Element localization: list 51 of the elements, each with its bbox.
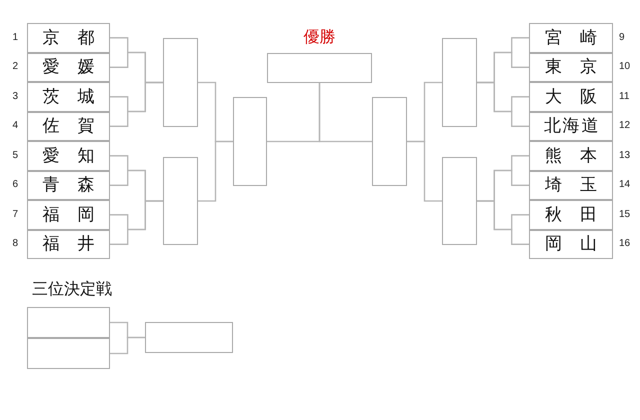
seed-number: 15 — [619, 208, 630, 221]
section-heading: 三位決定戦 — [32, 281, 112, 299]
seed-number: 2 — [12, 61, 18, 74]
team-name: 岡山 — [545, 234, 597, 254]
seed-number: 1 — [12, 32, 18, 44]
team-name: 京都 — [42, 28, 94, 48]
bracket-line — [110, 200, 163, 245]
bracket-box — [163, 38, 198, 127]
team-name: 茨城 — [42, 86, 94, 107]
team-name: 北海道 — [544, 116, 598, 136]
bracket-line — [407, 140, 442, 202]
team-name: 埼玉 — [545, 175, 597, 196]
seed-number: 4 — [12, 120, 18, 132]
team-name: 福井 — [42, 234, 94, 254]
bracket-line — [318, 83, 372, 142]
team-name: 愛媛 — [42, 57, 94, 78]
seed-number: 7 — [12, 208, 18, 221]
bracket-box — [233, 97, 267, 186]
bracket-box — [442, 157, 477, 245]
seed-number: 3 — [12, 90, 18, 103]
seed-number: 8 — [12, 238, 18, 250]
seed-number: 10 — [619, 61, 630, 74]
entry-box — [27, 338, 110, 369]
seed-number: 5 — [12, 150, 18, 162]
team-name: 青森 — [42, 175, 94, 196]
team-name: 佐賀 — [42, 116, 94, 136]
team-name: 宮崎 — [545, 28, 597, 48]
bracket-box — [372, 97, 407, 186]
seed-number: 11 — [619, 90, 630, 103]
team-name: 愛知 — [42, 146, 94, 166]
team-name: 熊本 — [545, 146, 597, 166]
seed-number: 6 — [12, 179, 18, 192]
bracket-line — [110, 336, 145, 354]
entry-box — [27, 307, 110, 338]
bracket-line — [477, 82, 529, 127]
team-name: 福岡 — [42, 204, 94, 225]
team-name: 秋田 — [545, 204, 597, 225]
seed-number: 13 — [619, 150, 630, 162]
seed-number: 12 — [619, 120, 630, 132]
team-name: 大阪 — [545, 86, 597, 107]
bracket-line — [110, 82, 163, 127]
team-name: 東京 — [545, 57, 597, 78]
bracket-box — [442, 38, 477, 127]
seed-number: 16 — [619, 238, 630, 250]
seed-number: 14 — [619, 179, 630, 192]
bracket-box — [163, 157, 198, 245]
bracket-line — [477, 200, 529, 245]
seed-number: 9 — [619, 32, 625, 44]
bracket-line — [198, 140, 233, 202]
winner-heading: 優勝 — [304, 29, 336, 47]
bracket-box — [145, 322, 233, 353]
